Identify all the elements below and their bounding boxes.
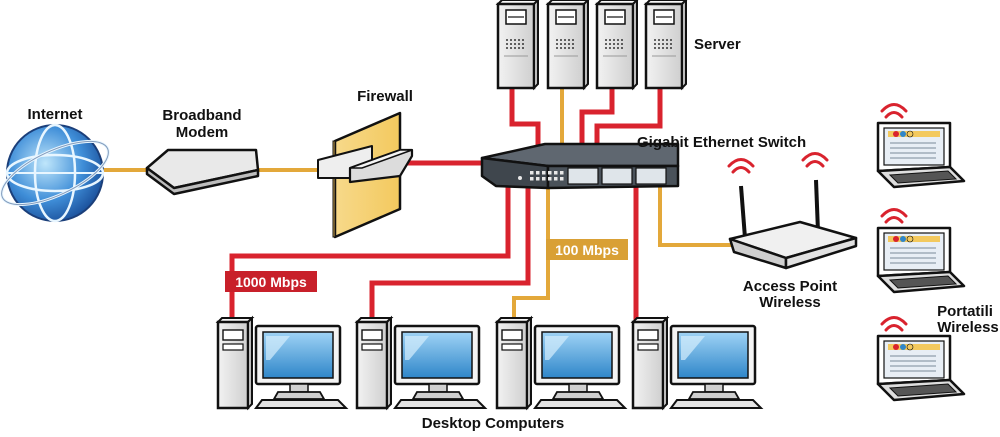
switch-port-leds	[518, 171, 564, 181]
tower-server-icon	[594, 0, 639, 91]
desktop-computer-icon	[354, 315, 488, 411]
wifi-signal-icon	[727, 152, 829, 174]
label-laptops-line1: Portatili	[937, 303, 993, 320]
wifi-signal-icon	[880, 103, 908, 119]
badge-100mbps: 100 Mbps	[546, 239, 628, 260]
modem-icon	[145, 148, 260, 196]
label-firewall: Firewall	[357, 88, 413, 105]
label-switch: Gigabit Ethernet Switch	[637, 134, 806, 151]
label-internet: Internet	[27, 106, 82, 123]
server-rack	[495, 0, 688, 91]
label-laptops-line2: Wireless	[937, 319, 999, 336]
firewall-wall-icon	[317, 111, 414, 239]
desktop-computer-icon	[630, 315, 764, 411]
cable-server3-switch	[579, 85, 615, 149]
label-ap-line2: Wireless	[759, 294, 821, 311]
internet-globe-icon	[0, 123, 110, 223]
badge-1000mbps: 1000 Mbps	[225, 271, 317, 292]
tower-server-icon	[495, 0, 540, 91]
cable-switch-accesspoint	[658, 186, 734, 247]
laptop-icon	[876, 316, 966, 402]
label-speed-gigabit: 1000 Mbps	[235, 274, 307, 290]
label-desktops: Desktop Computers	[422, 415, 565, 432]
label-speed-100: 100 Mbps	[555, 242, 619, 258]
cable-server1-switch	[509, 85, 541, 149]
desktop-computers	[215, 315, 764, 411]
cable-switch-desktop3	[512, 186, 550, 324]
cable-server4-switch	[594, 85, 663, 149]
desktop-computer-icon	[215, 315, 349, 411]
label-modem-line1: Broadband	[162, 107, 241, 124]
label-modem-line2: Modem	[176, 124, 229, 141]
laptop-icon	[876, 103, 966, 189]
laptop-icon	[876, 208, 966, 294]
label-ap-line1: Access Point	[743, 278, 837, 295]
label-server: Server	[694, 36, 741, 53]
wifi-signal-icon	[880, 316, 908, 332]
tower-server-icon	[643, 0, 688, 91]
wireless-router-icon	[727, 152, 858, 270]
network-switch-icon	[480, 142, 680, 190]
desktop-computer-icon	[494, 315, 628, 411]
cable-switch-desktop2	[369, 185, 531, 325]
wifi-signal-icon	[880, 208, 908, 224]
wireless-laptops	[876, 103, 966, 402]
tower-server-icon	[545, 0, 590, 91]
